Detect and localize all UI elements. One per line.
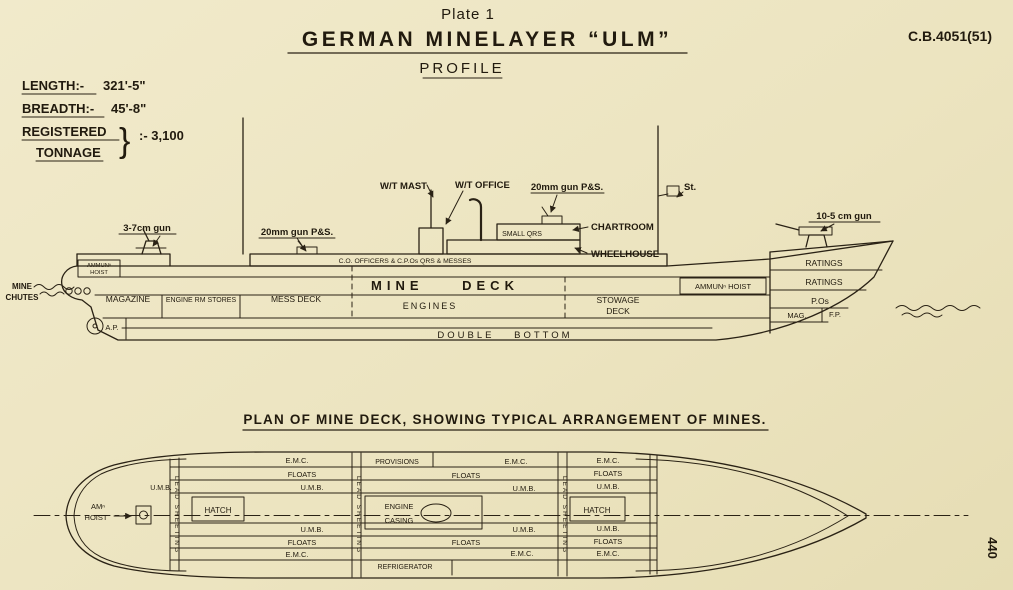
propeller [86,317,104,335]
plan-labels: E.M.C. PROVISIONS E.M.C. E.M.C. FLOATS F… [85,456,623,571]
label-engines: ENGINES [403,301,458,311]
label-ammun-hoist-aft: AMMUNⁿ HOIST [695,282,751,291]
label-ratings-1: RATINGS [805,258,842,268]
registered-label: REGISTERED [22,124,107,139]
label-20mm-gun-fwd: 20mm gun P&S. [261,227,333,238]
label-umb: U.M.B. [513,525,536,534]
label-37cm-gun: 3-7cm gun [123,223,171,234]
label-floats: FLOATS [288,538,317,547]
label-engine-rm-stores: ENGINE RM STORES [166,297,237,304]
label-casing: CASING [385,516,414,525]
label-mag: MAG. [787,311,806,320]
label-wt-mast: W/T MAST [380,181,427,192]
hatch-stbd [569,496,626,522]
breadth-value: 45'-8" [111,101,146,116]
label-mine-deck: MINE DECK [371,278,519,293]
hatch-port [191,496,245,522]
label-lead-sheeting: LEAD SHEETING [561,476,568,554]
label-emc: E.M.C. [286,550,309,559]
label-mess-deck: MESS DECK [271,294,321,304]
profile-arrows [118,184,881,254]
label-umb: U.M.B. [513,484,536,493]
label-ratings-2: RATINGS [805,277,842,287]
label-emc: E.M.C. [286,456,309,465]
label-ammun-hoist-fwd-1: AMMUNⁿ [87,262,111,269]
label-105cm-gun: 10-5 cm gun [816,211,872,222]
label-umb: U.M.B. [301,525,324,534]
label-engine: ENGINE [385,502,414,511]
label-emc: E.M.C. [511,549,534,558]
label-provisions: PROVISIONS [375,459,419,466]
label-am-hoist-1: AMⁿ [91,502,105,511]
label-wt-office: W/T OFFICE [455,180,510,191]
page-subtitle: PROFILE [419,60,504,77]
profile-linework [33,117,981,341]
label-20mm-gun-mid: 20mm gun P&S. [531,182,603,193]
label-mine-chutes-1: MINE [12,282,33,291]
label-umb: U.M.B. [597,524,620,533]
tonnage-value: :- 3,100 [139,128,184,143]
tonnage-label: TONNAGE [36,145,101,160]
label-emc: E.M.C. [597,456,620,465]
label-stowage-1: STOWAGE [597,295,640,305]
label-floats: FLOATS [594,469,623,478]
plan-title: PLAN OF MINE DECK, SHOWING TYPICAL ARRAN… [243,412,766,427]
label-umb: U.M.B. [301,483,324,492]
label-floats: FLOATS [288,470,317,479]
footer: 440 [985,537,1000,559]
page-number: 440 [985,537,1000,559]
length-value: 321'-5" [103,78,146,93]
label-hatch: HATCH [584,506,611,515]
label-emc: E.M.C. [505,457,528,466]
funnel [468,198,483,242]
label-small-qrs: SMALL QRS [502,231,542,238]
specs-block: LENGTH:- 321'-5" BREADTH:- 45'-8" REGIST… [21,78,184,162]
profile-labels: MINE CHUTES AMMUNⁿ HOIST 3-7cm gun 20mm … [6,180,872,341]
label-emc: E.M.C. [597,549,620,558]
label-floats: FLOATS [452,538,481,547]
breadth-label: BREADTH:- [22,101,94,116]
label-lead-sheeting: LEAD SHEETING [355,476,362,554]
label-mine-chutes-2: CHUTES [6,293,40,302]
label-umb: U.M.B. [150,485,171,492]
label-lead-sheeting: LEAD SHEETING [173,476,180,554]
label-am-hoist-2: HOIST [85,513,108,522]
header: Plate 1 GERMAN MINELAYER “ULM” PROFILE C… [287,6,992,79]
label-hatch: HATCH [205,506,232,515]
label-officers-quarters: C.O. OFFICERS & C.P.Os QRS & MESSES [339,258,472,265]
label-umb: U.M.B. [597,482,620,491]
label-floats: FLOATS [452,471,481,480]
length-label: LENGTH:- [22,78,84,93]
plan-title-group: PLAN OF MINE DECK, SHOWING TYPICAL ARRAN… [242,412,769,431]
label-floats: FLOATS [594,537,623,546]
label-refrigerator: REFRIGERATOR [378,564,433,571]
reference-number: C.B.4051(51) [908,28,992,44]
label-magazine: MAGAZINE [106,294,151,304]
tonnage-brace: } [119,122,130,160]
label-double-bottom: DOUBLE BOTTOM [437,330,572,341]
hull-outline [61,240,894,341]
plan-linework [33,451,969,579]
label-st: St. [684,182,696,193]
label-ammun-hoist-fwd-2: HOIST [90,270,108,276]
label-fp: F.P. [829,310,841,319]
label-chartroom: CHARTROOM [591,222,654,233]
engine-casing-box [364,495,483,530]
label-pos: P.Os [811,296,829,306]
label-wheelhouse: WHEELHOUSE [591,249,659,260]
label-ap: A.P. [105,323,118,332]
plate-number: Plate 1 [441,6,495,23]
label-stowage-2: DECK [606,306,630,316]
page-title: GERMAN MINELAYER “ULM” [302,28,672,51]
